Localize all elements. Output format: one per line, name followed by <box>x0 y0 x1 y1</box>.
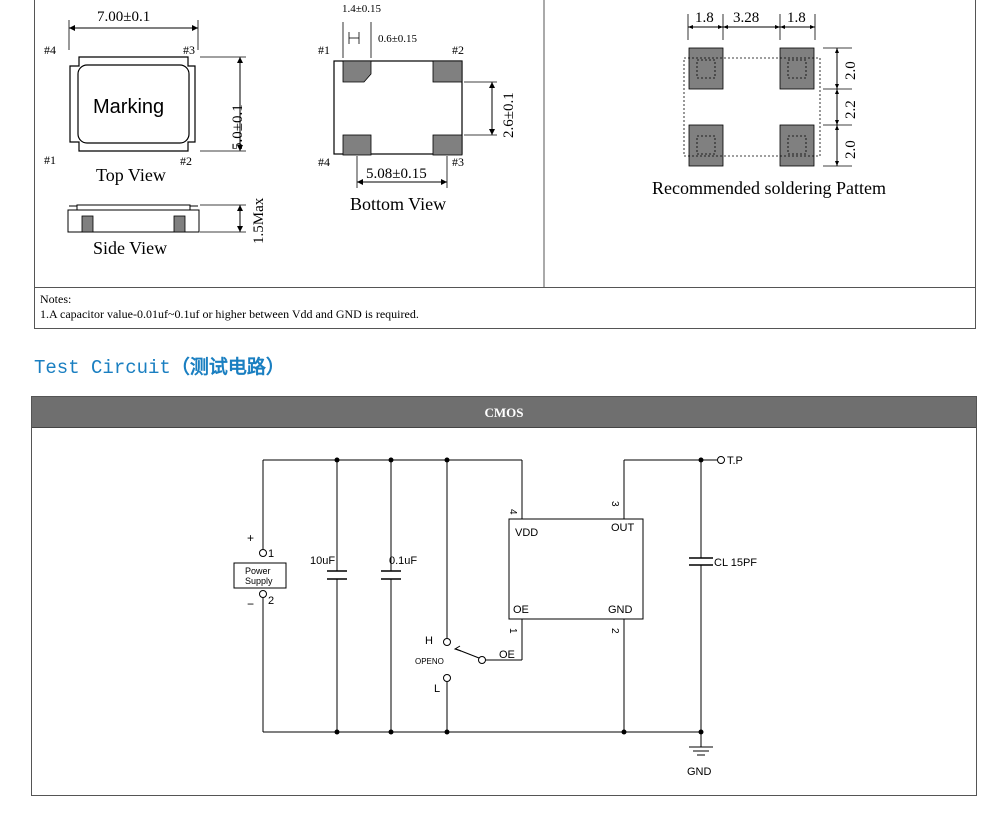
circuit-header: CMOS <box>32 397 976 428</box>
dimensions-panel <box>34 0 976 329</box>
chip-pin-2: 2 <box>609 628 620 634</box>
top-pin-3: #3 <box>183 43 195 57</box>
solder-dim-v-3: 2.0 <box>843 140 859 159</box>
chip-gnd-label: GND <box>608 604 633 616</box>
section-title-latin: Test Circuit <box>34 357 171 379</box>
circuit-panel: CMOS <box>31 396 977 796</box>
power-plus-label: + <box>247 531 254 545</box>
power-pin-1: 1 <box>268 548 274 560</box>
chip-oe-label: OE <box>513 604 529 616</box>
side-view-title: Side View <box>93 238 167 258</box>
bottom-pad-height-dim: 2.6±0.1 <box>501 92 517 138</box>
chip-vdd-label: VDD <box>515 527 538 539</box>
solder-pattern-title: Recommended soldering Pattem <box>652 178 886 198</box>
marking-label: Marking <box>93 96 164 118</box>
note-item-1: 1.A capacitor value-0.01uf~0.1uf or high… <box>40 307 419 321</box>
notes-divider <box>34 287 976 288</box>
side-view-height-dim: 1.5Max <box>251 197 267 244</box>
test-circuit-schematic: + − 1 2 Power Supply 10uF 0.1uF H OPENO … <box>233 455 757 778</box>
solder-dim-h-1: 1.8 <box>695 10 714 26</box>
notes-heading: Notes: <box>40 292 72 306</box>
bottom-pad-pitch-dim: 5.08±0.15 <box>366 166 427 182</box>
top-pin-2: #2 <box>180 154 192 168</box>
top-view-title: Top View <box>96 165 166 185</box>
solder-pattern: 1.8 3.28 1.8 2.0 2.2 2.0 Recommended sol… <box>652 10 886 198</box>
bottom-pin-3: #3 <box>452 155 464 169</box>
bottom-pin-1: #1 <box>318 43 330 57</box>
bottom-pad-width-dim: 1.4±0.15 <box>342 3 382 15</box>
switch-low-label: L <box>434 683 440 695</box>
bottom-view: 1.4±0.15 0.6±0.15 #1 #2 #3 #4 2.6±0.1 5.… <box>318 3 517 214</box>
bottom-pin-4: #4 <box>318 155 330 169</box>
chip-pin-1: 1 <box>507 628 518 634</box>
chip-pin-3: 3 <box>609 501 620 507</box>
top-pin-1: #1 <box>44 153 56 167</box>
bottom-view-title: Bottom View <box>350 194 446 214</box>
ground-label: GND <box>687 766 712 778</box>
bottom-pad-gap-dim: 0.6±0.15 <box>378 33 418 45</box>
bottom-pin-2: #2 <box>452 43 464 57</box>
solder-dim-h-2: 3.28 <box>733 10 759 26</box>
switch-open-label: OPENO <box>415 657 444 666</box>
top-pin-4: #4 <box>44 43 56 57</box>
solder-dim-v-1: 2.0 <box>843 61 859 80</box>
section-title: Test Circuit（测试电路） <box>34 352 285 379</box>
switch-oe-label: OE <box>499 649 515 661</box>
chip-pin-4: 4 <box>507 509 518 515</box>
top-view: 7.00±0.1 Marking #1 #2 #3 #4 5.0±0.1 Top… <box>44 9 246 185</box>
load-cap-label: CL 15PF <box>714 557 757 569</box>
test-point-label: T.P <box>727 455 743 467</box>
power-pin-2: 2 <box>268 595 274 607</box>
power-supply-line2: Supply <box>245 576 273 586</box>
top-view-height-dim: 5.0±0.1 <box>230 104 246 150</box>
cap-10uf-label: 10uF <box>310 555 335 567</box>
section-title-cjk: （测试电路） <box>170 356 285 378</box>
side-view: 1.5Max Side View <box>67 197 267 258</box>
top-view-width-dim: 7.00±0.1 <box>97 9 150 25</box>
cap-01uf-label: 0.1uF <box>389 555 417 567</box>
solder-dim-v-2: 2.2 <box>843 100 859 119</box>
power-minus-label: − <box>247 597 254 611</box>
chip-out-label: OUT <box>611 522 635 534</box>
solder-dim-h-3: 1.8 <box>787 10 806 26</box>
power-supply-line1: Power <box>245 566 271 576</box>
switch-high-label: H <box>425 635 433 647</box>
dimensions-drawing: 7.00±0.1 Marking #1 #2 #3 #4 5.0±0.1 Top… <box>44 0 886 287</box>
